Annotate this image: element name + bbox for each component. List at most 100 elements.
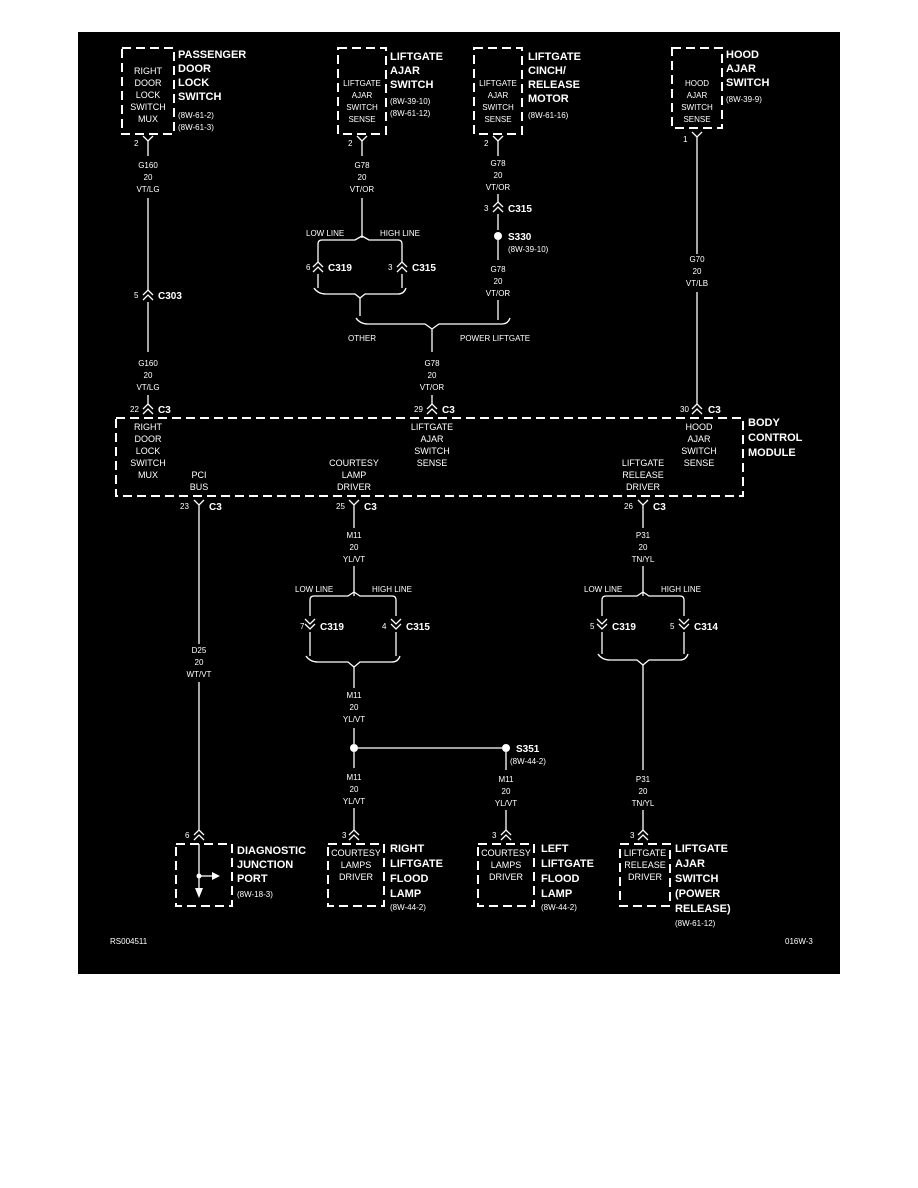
- pin-number: 2: [484, 139, 489, 148]
- pin-number: 4: [382, 622, 387, 631]
- wire-label: M11: [499, 775, 515, 784]
- reference-label: (8W-61-12): [390, 109, 431, 118]
- connector-name: C3: [158, 405, 171, 416]
- wire-label: G160: [138, 359, 158, 368]
- wire-label: 20: [195, 658, 204, 667]
- high-line-label: HIGH LINE: [380, 229, 420, 238]
- connector-name: C3: [209, 502, 222, 513]
- component-title: LAMP: [541, 888, 572, 900]
- reference-label: (8W-39-10): [508, 245, 549, 254]
- liftgate-cinch-release-motor: LIFTGATE AJAR SWITCH SENSE LIFTGATE CINC…: [473, 47, 581, 148]
- module-label: PCI: [191, 470, 206, 480]
- wire-label: G78: [354, 161, 370, 170]
- module-label: AJAR: [420, 434, 444, 444]
- component-title: LIFTGATE: [675, 843, 728, 855]
- reference-label: (8W-61-16): [528, 111, 569, 120]
- module-label: DOOR: [135, 434, 163, 444]
- inner-label: SENSE: [484, 115, 511, 124]
- wire-label: 20: [693, 267, 702, 276]
- inner-label: DRIVER: [628, 872, 663, 882]
- wire-label: 20: [428, 371, 437, 380]
- wire-label: YL/VT: [343, 555, 365, 564]
- wire-label: P31: [636, 775, 651, 784]
- connector-name: C3: [653, 502, 666, 513]
- inner-label: LAMPS: [341, 860, 372, 870]
- component-title: PASSENGER: [178, 49, 246, 61]
- wire-label: 20: [639, 787, 648, 796]
- pin-number: 5: [670, 622, 675, 631]
- inner-label: SENSE: [348, 115, 375, 124]
- connector-name: C315: [412, 263, 436, 274]
- pin-number: 1: [683, 135, 688, 144]
- module-label: DRIVER: [337, 482, 372, 492]
- low-line-label: LOW LINE: [584, 585, 622, 594]
- component-title: MOTOR: [528, 93, 569, 105]
- module-label: BUS: [190, 482, 209, 492]
- connector-name: C315: [508, 204, 532, 215]
- wire-label: M11: [347, 773, 363, 782]
- component-title: BODY: [748, 417, 780, 429]
- inner-label: DRIVER: [489, 872, 524, 882]
- wire-label: G78: [490, 159, 506, 168]
- module-label: LIFTGATE: [622, 458, 664, 468]
- pin-number: 7: [300, 622, 305, 631]
- wire-label: 20: [358, 173, 367, 182]
- wire-label: VT/LG: [136, 383, 159, 392]
- wire-label: G78: [490, 265, 506, 274]
- inner-label: LAMPS: [491, 860, 522, 870]
- connector-name: C303: [158, 291, 182, 302]
- component-title: FLOOD: [390, 873, 429, 885]
- splice-dot: [350, 744, 358, 752]
- component-title: JUNCTION: [237, 859, 293, 871]
- pin-number: 22: [130, 405, 139, 414]
- pin-number: 6: [185, 831, 190, 840]
- reference-label: (8W-44-2): [510, 757, 546, 766]
- pin-number: 30: [680, 405, 689, 414]
- pin-number: 26: [624, 502, 633, 511]
- wire-label: M11: [347, 691, 363, 700]
- inner-label: LIFTGATE: [343, 79, 381, 88]
- inner-label: LIFTGATE: [624, 848, 666, 858]
- component-title: SWITCH: [726, 77, 769, 89]
- module-label: RELEASE: [622, 470, 664, 480]
- low-line-label: LOW LINE: [306, 229, 344, 238]
- inner-label: LIFTGATE: [479, 79, 517, 88]
- inner-label: AJAR: [352, 91, 373, 100]
- inner-label: SWITCH: [130, 102, 166, 112]
- component-title: LIFTGATE: [528, 51, 581, 63]
- module-label: LAMP: [342, 470, 367, 480]
- component-title: CINCH/: [528, 65, 566, 77]
- component-title: RELEASE): [675, 903, 731, 915]
- module-label: SENSE: [417, 458, 448, 468]
- inner-label: MUX: [138, 114, 158, 124]
- component-title: DOOR: [178, 63, 211, 75]
- inner-label: RIGHT: [134, 66, 163, 76]
- hood-ajar-switch: HOOD AJAR SWITCH SENSE HOOD AJAR SWITCH …: [671, 47, 769, 144]
- inner-label: DOOR: [135, 78, 163, 88]
- component-title: LAMP: [390, 888, 421, 900]
- pin-number: 5: [134, 291, 139, 300]
- connector-name: C319: [328, 263, 352, 274]
- connector-name: C314: [694, 622, 718, 633]
- wire-label: M11: [347, 531, 363, 540]
- top-wiring: G160 20 VT/LG 5 C303 G160 20 VT/LG 22 C3…: [130, 142, 721, 416]
- wire-label: 20: [502, 787, 511, 796]
- pin-number: 3: [492, 831, 497, 840]
- wire-label: G160: [138, 161, 158, 170]
- module-label: RIGHT: [134, 422, 163, 432]
- component-title: LIFTGATE: [390, 51, 443, 63]
- wire-label: 20: [350, 543, 359, 552]
- splice-name: S330: [508, 232, 532, 243]
- wire-label: VT/OR: [486, 289, 511, 298]
- wire-label: VT/OR: [350, 185, 375, 194]
- component-title: AJAR: [390, 65, 420, 77]
- wire-label: WT/VT: [187, 670, 212, 679]
- wire-label: G70: [689, 255, 705, 264]
- reference-label: (8W-44-2): [390, 903, 426, 912]
- component-title: LIFTGATE: [541, 858, 594, 870]
- wire-label: 20: [144, 173, 153, 182]
- figure-id: RS004511: [110, 937, 148, 946]
- inner-label: SENSE: [683, 115, 710, 124]
- connector-name: C3: [364, 502, 377, 513]
- reference-label: (8W-61-12): [675, 919, 716, 928]
